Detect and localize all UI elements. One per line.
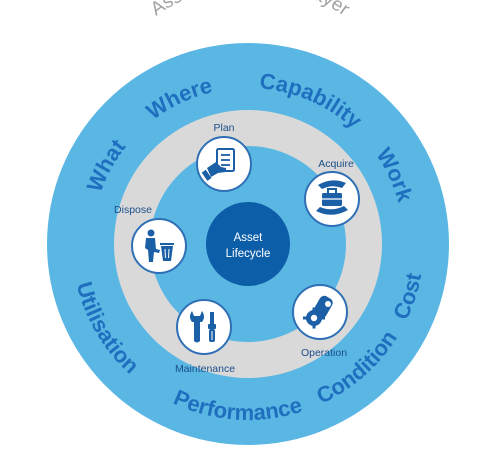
stage-plan: Plan bbox=[196, 122, 252, 192]
stage-operation: Operation bbox=[292, 284, 348, 359]
stage-operation-label: Operation bbox=[301, 347, 347, 359]
stage-maintenance-label: Maintenance bbox=[175, 363, 235, 375]
gear-tool-icon bbox=[303, 295, 333, 329]
stage-maintenance-circle bbox=[176, 299, 232, 355]
stage-dispose: Dispose bbox=[114, 204, 187, 274]
layer-title-path: Asset Information Layer bbox=[147, 0, 354, 21]
stage-acquire-label: Acquire bbox=[318, 158, 354, 170]
layer-title: Asset Information Layer bbox=[147, 0, 354, 21]
stage-dispose-circle bbox=[131, 218, 187, 274]
center-label-line2: Lifecycle bbox=[226, 248, 271, 260]
center-disc bbox=[206, 202, 290, 286]
wrench-screwdriver-icon bbox=[190, 311, 216, 343]
briefcase-hands-icon bbox=[316, 180, 348, 215]
person-trash-icon bbox=[145, 229, 174, 262]
stage-acquire: Acquire bbox=[304, 158, 360, 227]
stage-plan-label: Plan bbox=[213, 122, 234, 134]
center-label-line1: Asset bbox=[234, 232, 264, 244]
document-hand-icon bbox=[201, 148, 235, 181]
stage-maintenance: Maintenance bbox=[175, 299, 235, 375]
stage-dispose-label: Dispose bbox=[114, 204, 152, 216]
